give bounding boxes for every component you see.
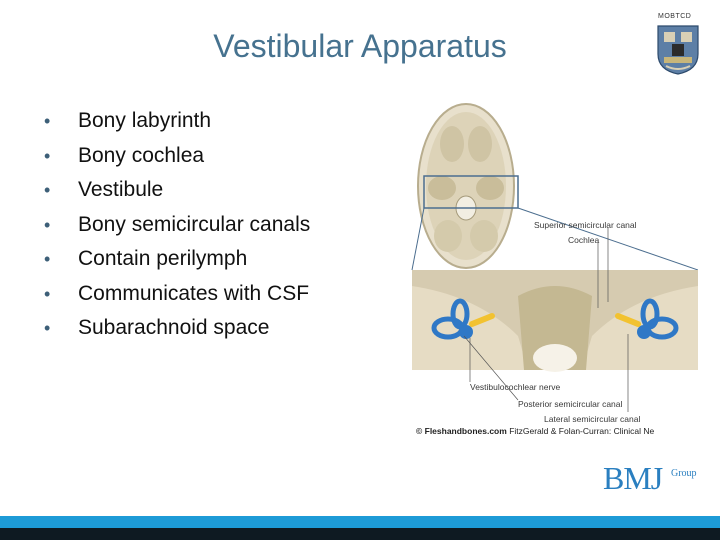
label-lateral-canal: Lateral semicircular canal [544,414,641,424]
bullet-item: Contain perilymph [44,242,310,277]
label-superior-canal: Superior semicircular canal [534,220,637,230]
label-cochlea: Cochlea [568,235,600,245]
bullet-item: Bony semicircular canals [44,208,310,243]
bullet-list: Bony labyrinth Bony cochlea Vestibule Bo… [44,104,310,346]
crest-icon [657,25,699,75]
skull-base-illustration [411,103,699,412]
bullet-item: Bony cochlea [44,139,310,174]
anatomy-figure: Superior semicircular canal Cochlea Vest… [408,96,699,441]
bullet-item: Vestibule [44,173,310,208]
bullet-item: Bony labyrinth [44,104,310,139]
institution-tag: MOBTCD [658,13,692,20]
bmj-logo-text: BMJ [603,460,663,496]
footer-dark-bar [0,528,720,540]
label-vestibulocochlear-nerve: Vestibulocochlear nerve [470,382,561,392]
bullet-item: Communicates with CSF [44,277,310,312]
slide-title: Vestibular Apparatus [213,28,507,64]
bullet-item: Subarachnoid space [44,311,310,346]
footer-accent-bar [0,516,720,528]
bmj-logo-sub: Group [671,468,697,479]
copyright-credit: FitzGerald & Folan-Curran: Clinical Ne [509,426,655,436]
figure-copyright: © Fleshandbones.com FitzGerald & Folan-C… [416,426,654,436]
label-posterior-canal: Posterior semicircular canal [518,399,623,409]
copyright-brand: © Fleshandbones.com [416,426,507,436]
